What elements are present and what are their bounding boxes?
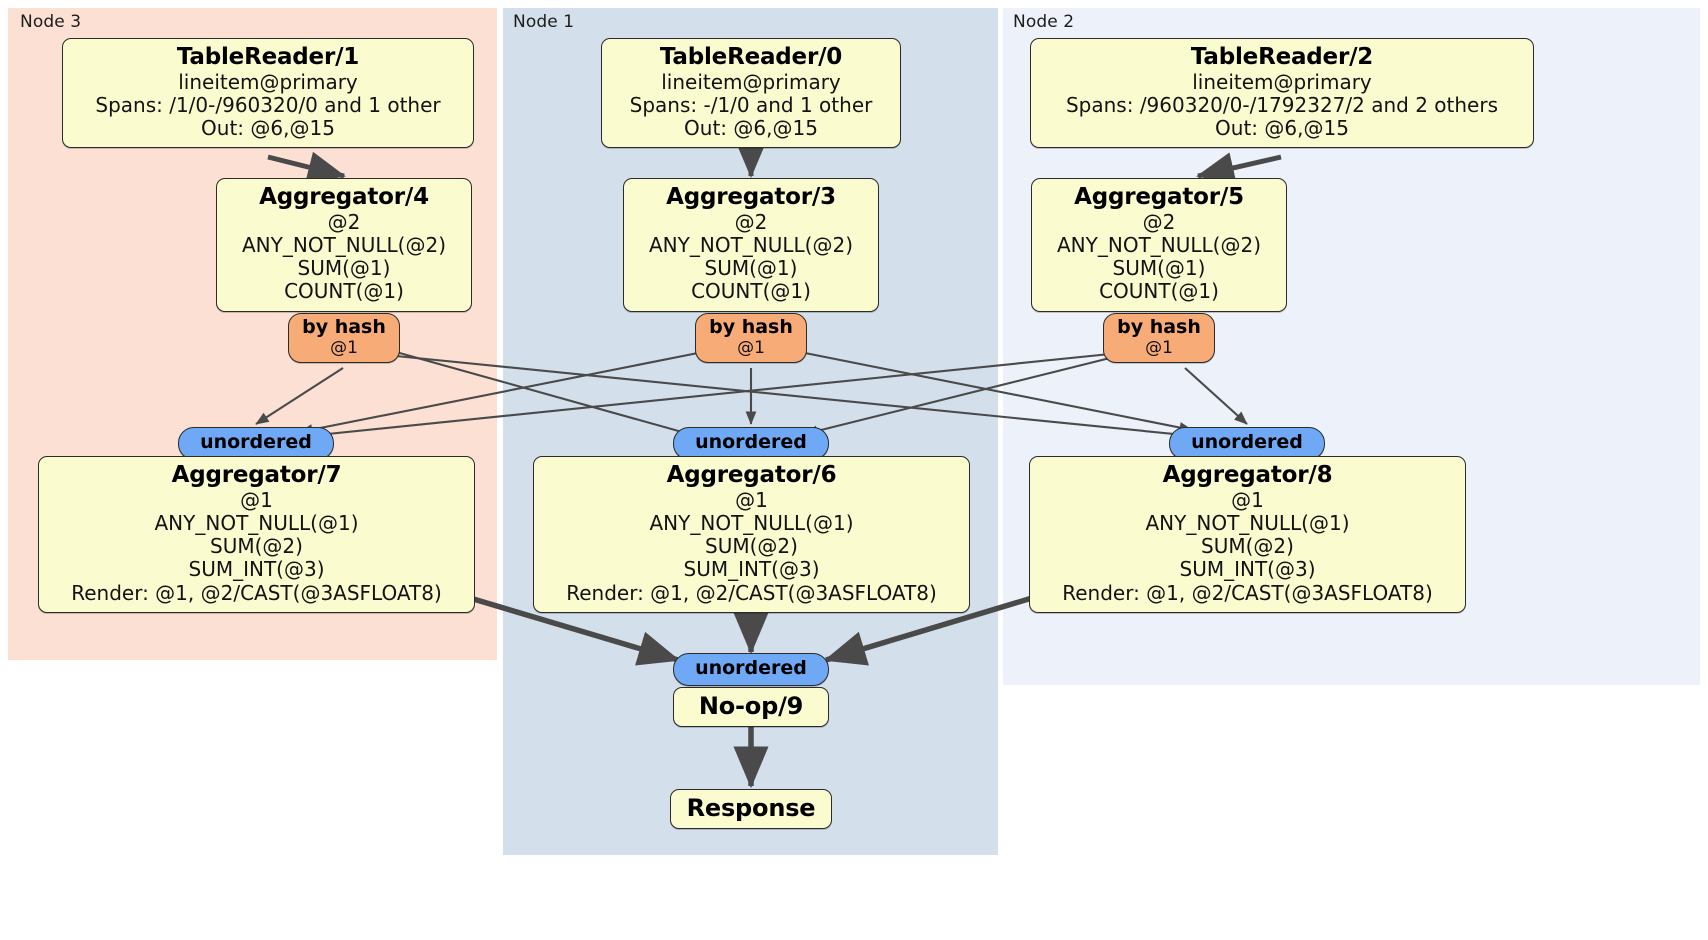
- noop-9-box[interactable]: No-op/9: [673, 687, 829, 727]
- node-label-node2: Node 2: [1013, 12, 1075, 32]
- aggregator-3-anynotnull: ANY_NOT_NULL(@2): [649, 232, 853, 257]
- aggregator-6-title: Aggregator/6: [666, 462, 837, 488]
- aggregator-3-title: Aggregator/3: [666, 184, 836, 210]
- aggregator-8-anynotnull: ANY_NOT_NULL(@1): [1145, 510, 1350, 535]
- aggregator-4-groupby: @2: [327, 209, 361, 234]
- unordered-synchronizer-final[interactable]: unordered: [673, 653, 829, 686]
- table-reader-1-box[interactable]: TableReader/1 lineitem@primary Spans: /1…: [62, 38, 474, 149]
- table-reader-2-box[interactable]: TableReader/2 lineitem@primary Spans: /9…: [1030, 38, 1534, 149]
- aggregator-6-groupby: @1: [735, 487, 768, 512]
- aggregator-5-title: Aggregator/5: [1074, 184, 1244, 210]
- table-reader-2-title: TableReader/2: [1190, 44, 1374, 70]
- response-title: Response: [686, 794, 816, 822]
- aggregator-7-groupby: @1: [240, 487, 273, 512]
- table-reader-0-out: Out: @6,@15: [684, 116, 818, 141]
- hash-router-node3-column: @1: [330, 337, 358, 358]
- hash-router-node3[interactable]: by hash @1: [288, 313, 400, 363]
- aggregator-6-render: Render: @1, @2/CAST(@3ASFLOAT8): [566, 580, 937, 605]
- aggregator-3-sum: SUM(@1): [704, 256, 798, 281]
- aggregator-7-title: Aggregator/7: [171, 462, 342, 488]
- table-reader-0-box[interactable]: TableReader/0 lineitem@primary Spans: -/…: [601, 38, 901, 149]
- unordered-synchronizer-node1-label: unordered: [695, 431, 807, 453]
- hash-router-node3-label: by hash: [302, 316, 386, 338]
- table-reader-0-table: lineitem@primary: [661, 69, 841, 94]
- aggregator-6-sum: SUM(@2): [705, 534, 798, 559]
- table-reader-1-title: TableReader/1: [176, 44, 360, 70]
- table-reader-2-table: lineitem@primary: [1192, 69, 1372, 94]
- aggregator-4-title: Aggregator/4: [259, 184, 429, 210]
- aggregator-5-anynotnull: ANY_NOT_NULL(@2): [1057, 232, 1261, 257]
- aggregator-3-groupby: @2: [734, 209, 768, 234]
- hash-router-node2[interactable]: by hash @1: [1103, 313, 1215, 363]
- table-reader-1-out: Out: @6,@15: [201, 116, 335, 141]
- aggregator-7-anynotnull: ANY_NOT_NULL(@1): [154, 510, 359, 535]
- aggregator-5-count: COUNT(@1): [1099, 279, 1219, 304]
- noop-9-title: No-op/9: [698, 692, 804, 720]
- aggregator-5-groupby: @2: [1142, 209, 1176, 234]
- aggregator-4-anynotnull: ANY_NOT_NULL(@2): [242, 232, 446, 257]
- aggregator-6-box[interactable]: Aggregator/6 @1 ANY_NOT_NULL(@1) SUM(@2)…: [533, 456, 970, 613]
- unordered-synchronizer-final-label: unordered: [695, 657, 807, 679]
- response-box[interactable]: Response: [670, 789, 832, 829]
- aggregator-7-sum: SUM(@2): [210, 534, 303, 559]
- aggregator-7-sumint: SUM_INT(@3): [188, 557, 325, 582]
- node-label-node3: Node 3: [20, 12, 82, 32]
- unordered-synchronizer-node3[interactable]: unordered: [178, 427, 334, 460]
- table-reader-1-spans: Spans: /1/0-/960320/0 and 1 other: [95, 92, 441, 117]
- aggregator-8-groupby: @1: [1231, 487, 1264, 512]
- node-label-node1: Node 1: [513, 12, 575, 32]
- aggregator-4-sum: SUM(@1): [297, 256, 391, 281]
- aggregator-6-sumint: SUM_INT(@3): [683, 557, 820, 582]
- aggregator-7-box[interactable]: Aggregator/7 @1 ANY_NOT_NULL(@1) SUM(@2)…: [38, 456, 475, 613]
- table-reader-2-spans: Spans: /960320/0-/1792327/2 and 2 others: [1065, 92, 1498, 117]
- aggregator-7-render: Render: @1, @2/CAST(@3ASFLOAT8): [71, 580, 442, 605]
- hash-router-node1-column: @1: [737, 337, 765, 358]
- aggregator-6-anynotnull: ANY_NOT_NULL(@1): [649, 510, 854, 535]
- aggregator-8-render: Render: @1, @2/CAST(@3ASFLOAT8): [1062, 580, 1433, 605]
- hash-router-node1-label: by hash: [709, 316, 793, 338]
- hash-router-node1[interactable]: by hash @1: [695, 313, 807, 363]
- hash-router-node2-label: by hash: [1117, 316, 1201, 338]
- unordered-synchronizer-node3-label: unordered: [200, 431, 312, 453]
- aggregator-8-sumint: SUM_INT(@3): [1179, 557, 1316, 582]
- table-reader-1-table: lineitem@primary: [178, 69, 358, 94]
- unordered-synchronizer-node2[interactable]: unordered: [1169, 427, 1325, 460]
- aggregator-3-box[interactable]: Aggregator/3 @2 ANY_NOT_NULL(@2) SUM(@1)…: [623, 178, 879, 312]
- aggregator-8-sum: SUM(@2): [1201, 534, 1294, 559]
- aggregator-8-title: Aggregator/8: [1162, 462, 1333, 488]
- aggregator-4-count: COUNT(@1): [284, 279, 404, 304]
- hash-router-node2-column: @1: [1145, 337, 1173, 358]
- table-reader-0-title: TableReader/0: [659, 44, 843, 70]
- aggregator-4-box[interactable]: Aggregator/4 @2 ANY_NOT_NULL(@2) SUM(@1)…: [216, 178, 472, 312]
- unordered-synchronizer-node2-label: unordered: [1191, 431, 1303, 453]
- table-reader-0-spans: Spans: -/1/0 and 1 other: [629, 92, 873, 117]
- table-reader-2-out: Out: @6,@15: [1215, 116, 1349, 141]
- aggregator-5-box[interactable]: Aggregator/5 @2 ANY_NOT_NULL(@2) SUM(@1)…: [1031, 178, 1287, 312]
- aggregator-5-sum: SUM(@1): [1112, 256, 1206, 281]
- unordered-synchronizer-node1[interactable]: unordered: [673, 427, 829, 460]
- aggregator-8-box[interactable]: Aggregator/8 @1 ANY_NOT_NULL(@1) SUM(@2)…: [1029, 456, 1466, 613]
- aggregator-3-count: COUNT(@1): [691, 279, 811, 304]
